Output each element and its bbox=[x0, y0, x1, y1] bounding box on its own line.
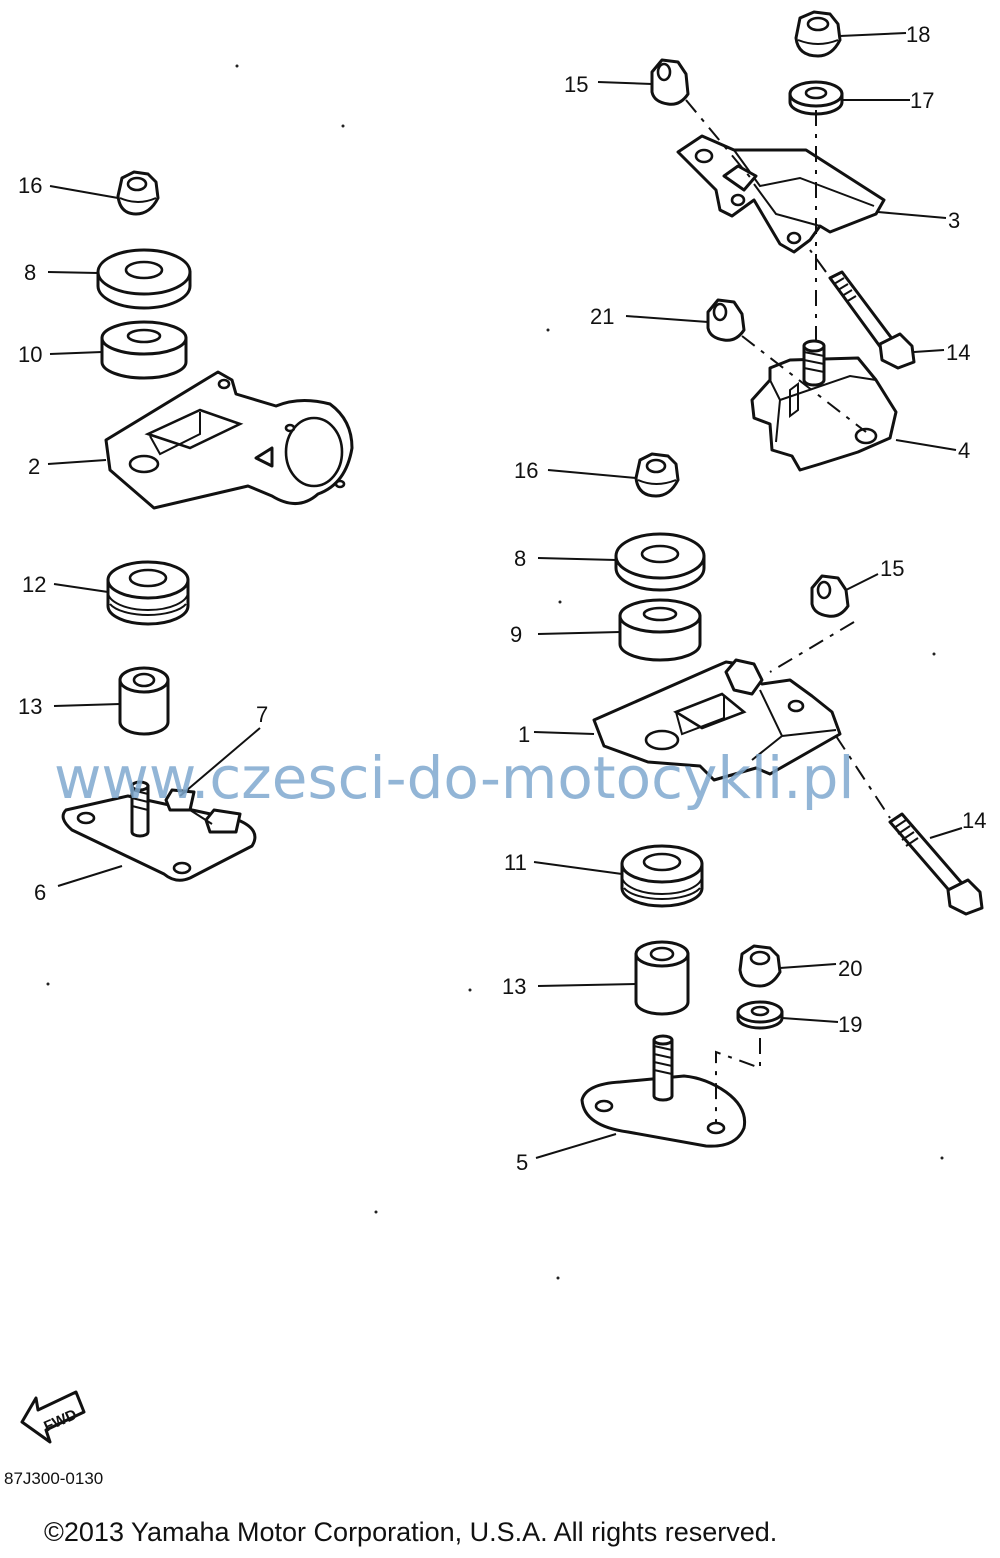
callout-1: 1 bbox=[518, 722, 530, 747]
leader-9 bbox=[537, 631, 621, 635]
leader-1 bbox=[533, 731, 595, 735]
leader-15-upper bbox=[597, 81, 653, 85]
callout-15-upper: 15 bbox=[564, 72, 588, 97]
nut-15-lower bbox=[810, 574, 850, 618]
callout-13-right: 13 bbox=[502, 974, 526, 999]
flange-nut-18 bbox=[794, 10, 842, 58]
bracket-1 bbox=[592, 658, 842, 782]
flange-nut-16-left bbox=[116, 170, 160, 216]
leader-13-right bbox=[537, 983, 637, 987]
centerline-bolt-14-upper bbox=[809, 249, 827, 273]
leader-6 bbox=[57, 865, 123, 887]
washer-17 bbox=[788, 80, 844, 116]
centerline-stud-5 bbox=[715, 1038, 761, 1122]
leader-2 bbox=[47, 459, 107, 465]
leader-11 bbox=[533, 861, 623, 875]
callout-6: 6 bbox=[34, 880, 46, 905]
mount-block-4 bbox=[750, 339, 898, 472]
callout-5: 5 bbox=[516, 1150, 528, 1175]
bolt-14-lower bbox=[888, 812, 984, 916]
nut-20 bbox=[738, 944, 782, 988]
callout-8-right: 8 bbox=[514, 546, 526, 571]
base-plate-6 bbox=[61, 780, 257, 882]
bracket-2 bbox=[104, 370, 354, 510]
grommet-12 bbox=[106, 560, 190, 626]
callout-17: 17 bbox=[910, 88, 934, 113]
diagram-code: 87J300-0130 bbox=[4, 1469, 103, 1488]
leader-12 bbox=[53, 583, 109, 593]
fwd-arrow-icon: FWD bbox=[20, 1390, 86, 1444]
centerline-nut-21 bbox=[741, 335, 867, 433]
leader-14-upper bbox=[913, 349, 945, 353]
callout-10: 10 bbox=[18, 342, 42, 367]
leader-16-left bbox=[49, 185, 119, 199]
washer-8-left bbox=[96, 248, 192, 310]
callout-4: 4 bbox=[958, 438, 970, 463]
bolt-14-upper bbox=[828, 270, 916, 370]
damper-9 bbox=[618, 598, 702, 662]
collar-13-left bbox=[118, 666, 170, 736]
callout-2: 2 bbox=[28, 454, 40, 479]
callout-3: 3 bbox=[948, 208, 960, 233]
callout-20: 20 bbox=[838, 956, 862, 981]
leader-13-left bbox=[53, 703, 121, 707]
grommet-11 bbox=[620, 844, 704, 908]
callout-21: 21 bbox=[590, 304, 614, 329]
leader-21 bbox=[625, 315, 709, 323]
callout-14-upper: 14 bbox=[946, 340, 970, 365]
washer-19 bbox=[736, 1000, 784, 1030]
leader-8-right bbox=[537, 557, 617, 561]
callout-11: 11 bbox=[504, 850, 527, 875]
watermark-text: www.czesci-do-motocykli.pl bbox=[54, 744, 855, 812]
leader-8-left bbox=[47, 271, 99, 274]
callout-16-right: 16 bbox=[514, 458, 538, 483]
flange-nut-16-right bbox=[634, 452, 680, 498]
leader-15-lower bbox=[845, 573, 879, 591]
centerline-nut-15-lower bbox=[769, 621, 855, 673]
damper-10 bbox=[100, 320, 188, 380]
leader-19 bbox=[781, 1017, 839, 1023]
leader-7 bbox=[179, 727, 261, 797]
leader-16-right bbox=[547, 469, 637, 479]
callout-12: 12 bbox=[22, 572, 46, 597]
callout-15-lower: 15 bbox=[880, 556, 904, 581]
nut-15-upper bbox=[650, 58, 690, 106]
callout-18: 18 bbox=[906, 22, 930, 47]
leader-14-lower bbox=[929, 827, 963, 839]
callout-13-left: 13 bbox=[18, 694, 42, 719]
centerline-bolt-14-lower bbox=[835, 735, 891, 819]
bracket-3 bbox=[676, 134, 886, 254]
nut-21 bbox=[706, 298, 746, 342]
copyright-notice: ©2013 Yamaha Motor Corporation, U.S.A. A… bbox=[44, 1517, 777, 1547]
collar-13-right bbox=[634, 940, 690, 1016]
leader-20 bbox=[779, 963, 837, 969]
callout-16-left: 16 bbox=[18, 173, 42, 198]
base-plate-5 bbox=[580, 1034, 747, 1148]
callout-9: 9 bbox=[510, 622, 522, 647]
leader-4 bbox=[895, 439, 957, 451]
leader-5 bbox=[535, 1133, 617, 1159]
callout-8-left: 8 bbox=[24, 260, 36, 285]
leader-18 bbox=[839, 32, 907, 37]
callout-14-lower: 14 bbox=[962, 808, 986, 833]
leader-10 bbox=[49, 351, 103, 355]
washer-8-right bbox=[614, 532, 706, 592]
callout-7: 7 bbox=[256, 702, 268, 727]
callout-19: 19 bbox=[838, 1012, 862, 1037]
scan-specks bbox=[46, 64, 944, 1280]
leader-3 bbox=[877, 211, 947, 219]
